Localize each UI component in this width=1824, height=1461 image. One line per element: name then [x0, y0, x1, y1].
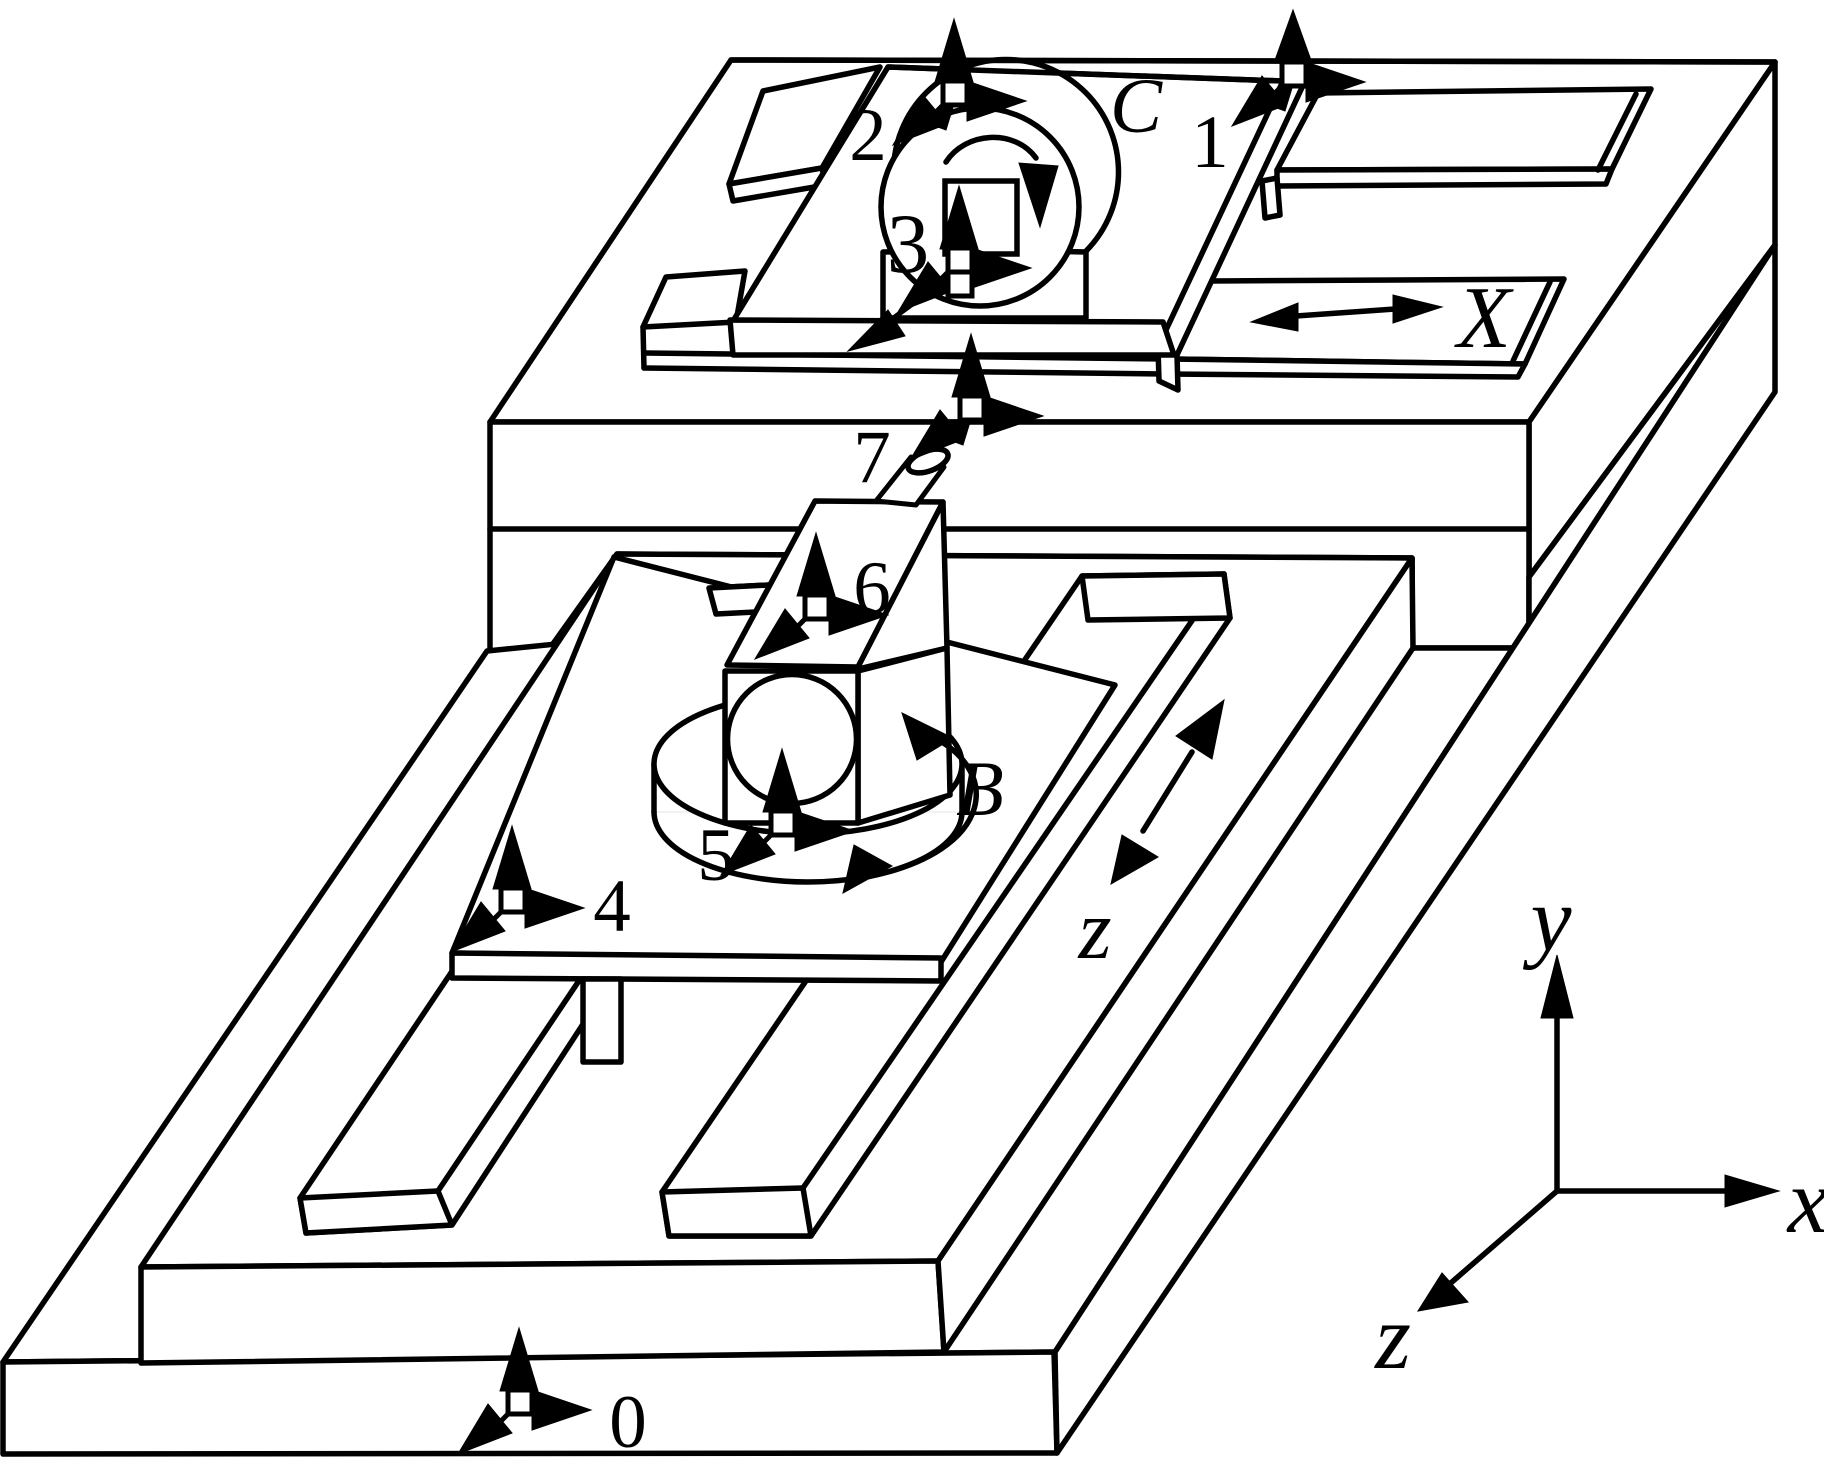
- svg-text:1: 1: [1191, 101, 1229, 184]
- svg-text:6: 6: [853, 547, 891, 630]
- svg-text:x: x: [1786, 1150, 1824, 1252]
- svg-text:B: B: [956, 745, 1004, 832]
- svg-text:5: 5: [697, 814, 735, 897]
- svg-text:y: y: [1523, 868, 1572, 970]
- svg-text:z: z: [1077, 883, 1111, 977]
- svg-text:C: C: [1110, 62, 1163, 149]
- svg-text:4: 4: [593, 865, 631, 948]
- svg-text:2: 2: [849, 94, 887, 177]
- svg-text:3: 3: [887, 197, 930, 291]
- svg-text:X: X: [1454, 270, 1514, 367]
- svg-text:7: 7: [853, 416, 891, 499]
- svg-text:0: 0: [609, 1381, 647, 1461]
- svg-text:z: z: [1373, 1286, 1411, 1388]
